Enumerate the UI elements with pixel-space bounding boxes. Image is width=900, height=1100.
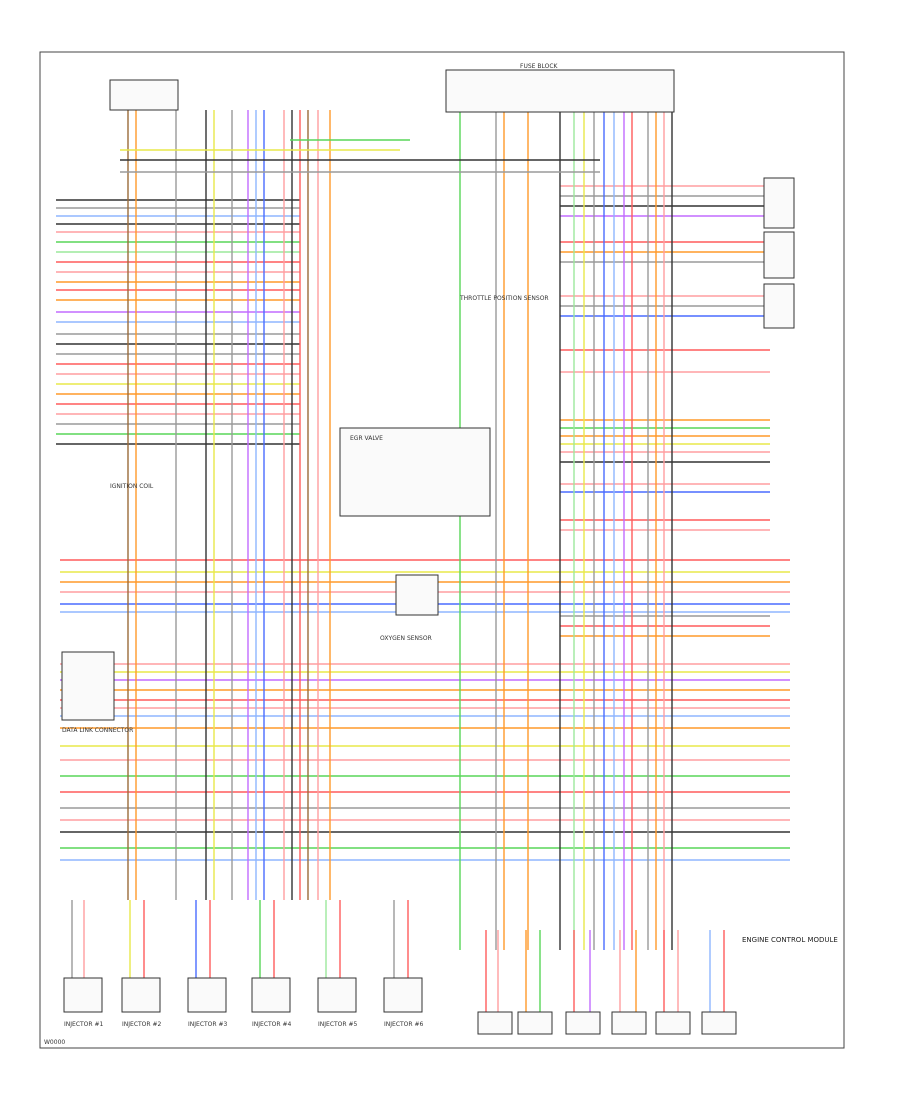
oxygen-sensor-box: [395, 574, 439, 616]
right-connector-3: [763, 283, 795, 329]
data-link-label: DATA LINK CONNECTOR: [62, 727, 133, 734]
main-relay-box: [109, 79, 179, 111]
coil-2-box: [517, 1011, 553, 1035]
injector-6-box: [383, 977, 423, 1013]
injector-6-label: INJECTOR #6: [384, 1021, 423, 1028]
coil-1-box: [477, 1011, 513, 1035]
injector-3-label: INJECTOR #3: [188, 1021, 227, 1028]
injector-2-box: [121, 977, 161, 1013]
fuse-block-box: [445, 69, 675, 113]
injector-4-label: INJECTOR #4: [252, 1021, 291, 1028]
injector-row: INJECTOR #1 INJECTOR #2 INJECTOR #3 INJE…: [63, 977, 423, 1028]
injector-5-box: [317, 977, 357, 1013]
ecm-label: ENGINE CONTROL MODULE: [742, 936, 838, 944]
coil-6-box: [701, 1011, 737, 1035]
coil-row: [477, 1011, 737, 1035]
injector-5-label: INJECTOR #5: [318, 1021, 357, 1028]
footer-code: W0000: [44, 1039, 65, 1046]
left-module-box: [61, 651, 115, 721]
coil-5-box: [655, 1011, 691, 1035]
diagram-border: [39, 51, 845, 1049]
tps-label: THROTTLE POSITION SENSOR: [459, 295, 549, 302]
center-module-box: [339, 427, 491, 517]
coil-4-box: [611, 1011, 647, 1035]
injector-4-box: [251, 977, 291, 1013]
egr-valve-label: EGR VALVE: [350, 435, 383, 442]
right-connector-1: [763, 177, 795, 229]
injector-3-box: [187, 977, 227, 1013]
coil-3-box: [565, 1011, 601, 1035]
wire-layer: [56, 110, 790, 1012]
oxygen-sensor-label: OXYGEN SENSOR: [380, 635, 432, 642]
injector-1-label: INJECTOR #1: [64, 1021, 103, 1028]
injector-1-box: [63, 977, 103, 1013]
injector-2-label: INJECTOR #2: [122, 1021, 161, 1028]
right-connector-2: [763, 231, 795, 279]
ignition-coil-label: IGNITION COIL: [110, 483, 154, 490]
fuse-block-label: FUSE BLOCK: [520, 63, 559, 70]
